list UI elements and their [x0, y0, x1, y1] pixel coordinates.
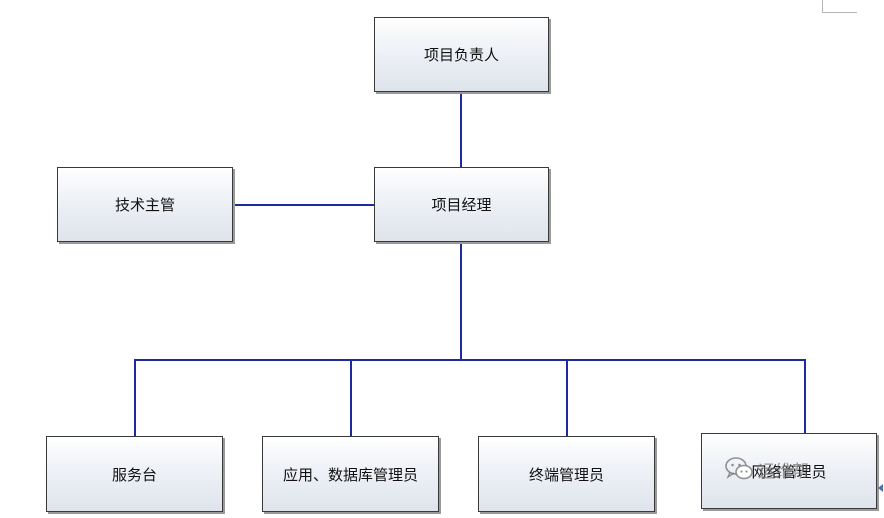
watermark-text: 运维帮 [758, 461, 809, 482]
node-network-admin-label: 网络管理员 [751, 462, 827, 481]
edge-bus-service-desk [134, 359, 136, 436]
node-terminal-admin: 终端管理员 [478, 436, 655, 512]
node-project-manager: 项目经理 [374, 167, 549, 242]
node-project-owner: 项目负责人 [374, 17, 549, 92]
node-tech-supervisor-label: 技术主管 [114, 196, 175, 214]
node-project-manager-label: 项目经理 [431, 196, 492, 214]
edge-owner-manager [460, 92, 462, 168]
edge-tech-manager [233, 204, 374, 206]
edge-horizontal-bus [134, 359, 806, 361]
corner-mark [822, 0, 857, 13]
wechat-icon [725, 457, 753, 480]
node-tech-supervisor: 技术主管 [57, 167, 233, 242]
edge-bus-terminal-admin [566, 359, 568, 436]
node-service-desk-label: 服务台 [111, 465, 157, 484]
node-project-owner-label: 项目负责人 [423, 46, 499, 64]
node-terminal-admin-label: 终端管理员 [528, 465, 604, 484]
node-app-db-admin: 应用、数据库管理员 [262, 436, 439, 512]
node-network-admin: 网络管理员 [701, 433, 877, 509]
node-app-db-admin-label: 应用、数据库管理员 [282, 465, 418, 484]
watermark: 运维帮 [724, 456, 809, 482]
edge-manager-bus [460, 242, 462, 360]
node-service-desk: 服务台 [46, 436, 223, 512]
edge-bus-network-admin [804, 359, 806, 433]
arrow-left-icon [878, 484, 883, 492]
edge-bus-app-db-admin [350, 359, 352, 436]
